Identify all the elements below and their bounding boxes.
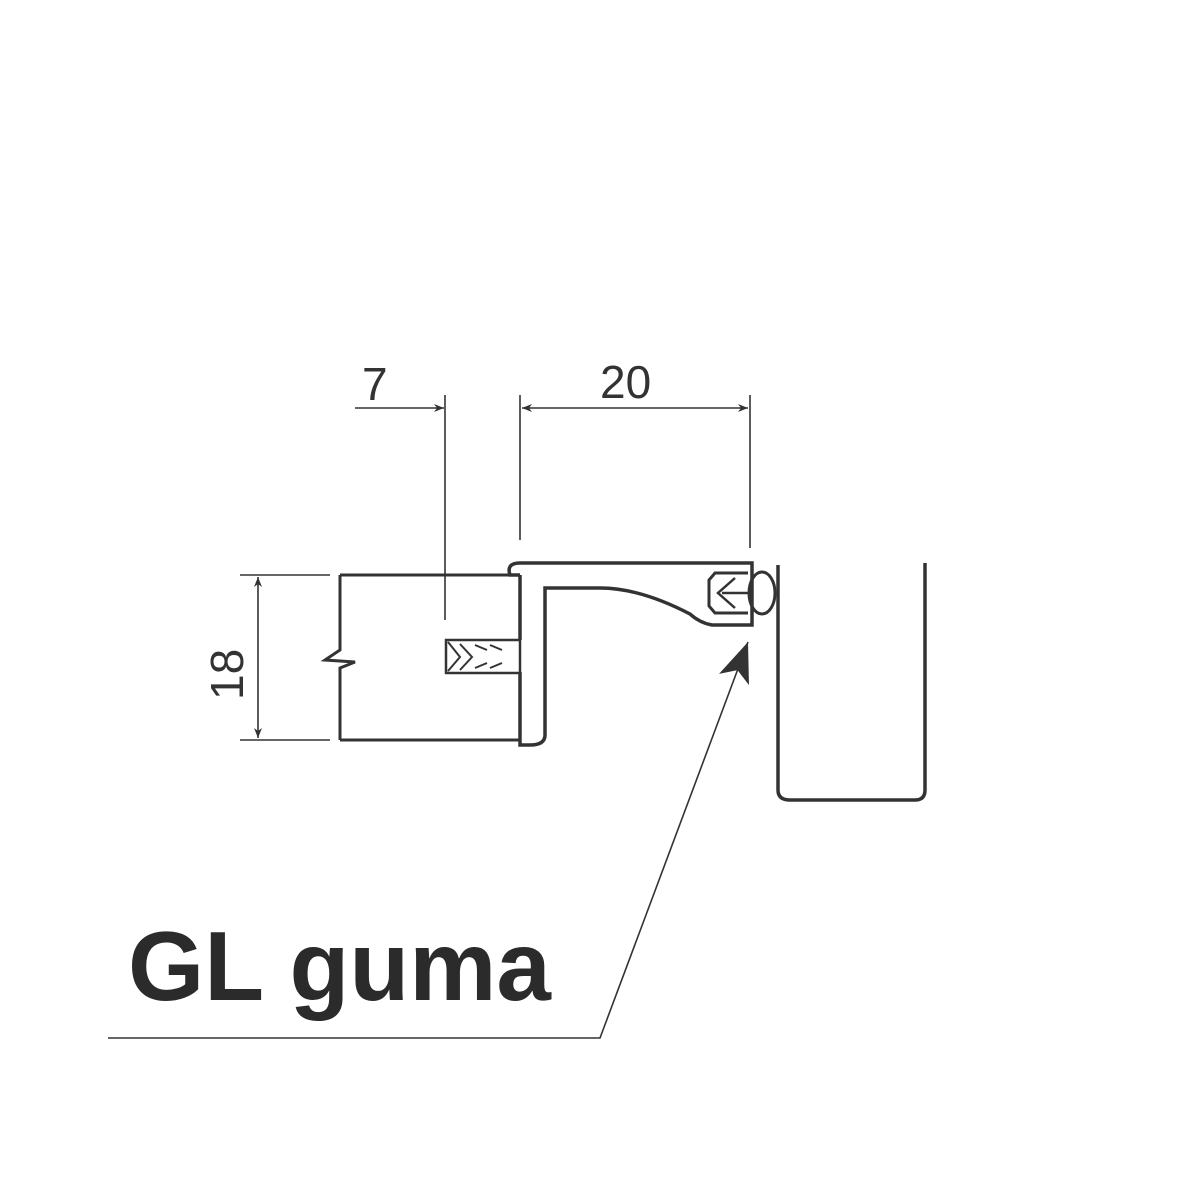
dimension-20-label: 20 (600, 356, 651, 408)
callout-leader (108, 641, 749, 1039)
callout-label: GL guma (128, 911, 552, 1021)
fixing-pin (444, 638, 522, 675)
rubber-seal (707, 570, 777, 616)
dimension-7 (355, 395, 446, 620)
dimension-18 (240, 574, 330, 741)
wall-profile (776, 563, 927, 802)
bracket-profile (507, 561, 754, 747)
dimension-7-label: 7 (362, 358, 388, 410)
dimension-18-label: 18 (201, 649, 253, 700)
dimension-20 (519, 395, 751, 548)
shelf-board (320, 573, 520, 742)
